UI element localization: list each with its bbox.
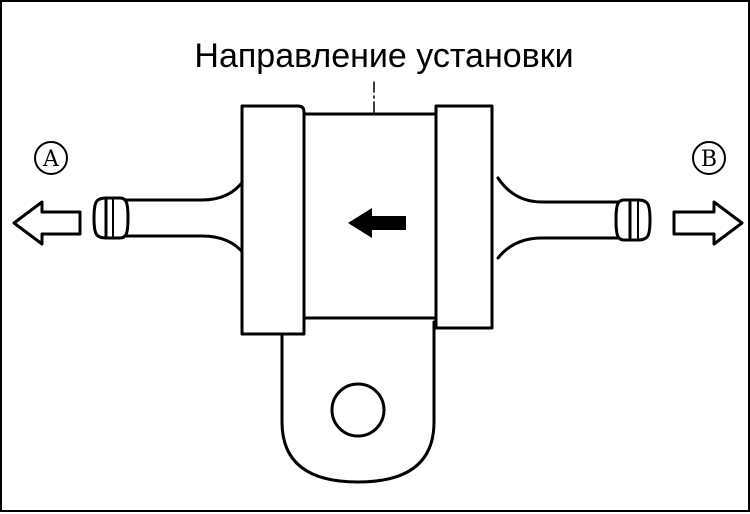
mounting-hole xyxy=(330,382,386,438)
port-a-letter: A xyxy=(42,147,60,172)
left-end-cap xyxy=(240,104,306,336)
port-a-label: A xyxy=(34,141,68,175)
mounting-bracket xyxy=(280,320,436,484)
port-b-arrow xyxy=(672,200,744,246)
port-b-letter: B xyxy=(701,147,717,172)
installation-direction-caption: Направление установки xyxy=(194,37,573,75)
port-a-arrow xyxy=(12,200,82,246)
right-inlet-nozzle xyxy=(496,176,652,260)
right-end-cap xyxy=(434,104,494,330)
left-outlet-nozzle xyxy=(92,178,246,256)
flow-direction-arrow xyxy=(348,208,406,238)
port-b-label: B xyxy=(692,141,726,175)
